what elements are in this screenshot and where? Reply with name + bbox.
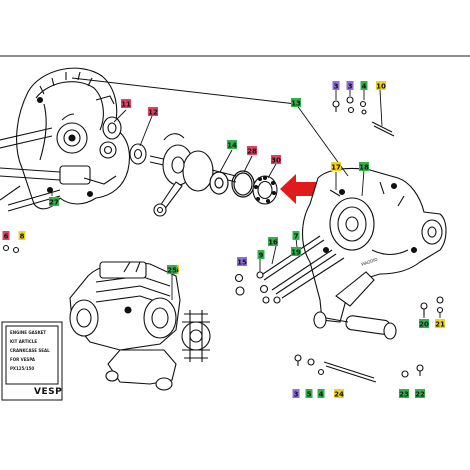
seal-12 [129,143,147,165]
package-line-4: FOR VESPA [10,357,36,362]
callout-number: 28 [247,148,257,156]
fasteners-group-top [332,96,395,137]
callout-tag [360,81,368,90]
callout-number: 4 [362,83,367,91]
callout-number: 6 [4,233,9,241]
callout-number: 13 [291,100,301,108]
callout-tag [18,231,26,240]
callout-number: 23 [399,391,409,399]
bearing-11 [102,116,122,140]
callout-labels: 1311121428301718334102768161591671925202… [2,81,445,399]
package-line-2: KIT ARTICLE [10,339,37,344]
callout-number: 18 [359,164,369,172]
callout-tag [292,389,300,398]
callout-tag [291,247,301,256]
assembled-engine [69,261,211,391]
callout-tag [257,250,265,259]
callout-tag [49,197,59,206]
left-studs [0,127,61,212]
callout-number: 27 [49,199,59,207]
callout-tag [167,265,177,274]
callout-number: 20 [419,321,429,329]
callout-tag [247,146,257,155]
right-swing-arm [313,271,397,340]
callout-number: 12 [148,109,158,117]
callout-tag [399,389,409,398]
callout-number: 25 [167,267,177,275]
callout-tag [2,231,10,240]
callout-number: 14 [227,142,237,150]
callout-number: 19 [291,249,301,257]
ring-28 [231,170,255,198]
callout-tag [291,98,301,107]
callout-tag [346,81,354,90]
callout-number: 7 [294,233,299,241]
fasteners-group-bottom [294,354,424,383]
callout-number: 16 [268,239,278,247]
callout-number: 3 [294,391,299,399]
gasket-package [1,321,63,401]
callout-number: 9 [259,252,264,260]
left-crankcase-half [16,67,131,210]
callout-number: 11 [121,101,131,109]
bearing-30 [252,175,278,205]
callout-tag [237,257,247,266]
callout-tag [317,389,325,398]
fasteners-group-far-left [2,244,20,254]
callout-tag [332,81,340,90]
callout-tag [148,107,158,116]
callout-tag [334,389,344,398]
callout-number: 24 [334,391,344,399]
callout-number: 15 [237,259,247,267]
svg-text:PIAGGIO: PIAGGIO [361,256,378,266]
callout-number: 30 [271,157,281,165]
callout-number: 8 [20,233,25,241]
callout-number: 17 [331,164,341,172]
callout-number: 10 [376,83,386,91]
fasteners-group-left [234,271,281,304]
callout-number: 3 [334,83,339,91]
package-line-1: ENGINE GASKET [10,330,46,335]
right-studs [259,235,345,299]
callout-tag [415,389,425,398]
callout-tag [305,389,313,398]
package-brand: VESP [34,387,62,397]
callout-number: 22 [415,391,425,399]
package-line-3: CRANKCASE SEAL [10,348,50,353]
callout-tag [227,140,237,149]
callout-tag [435,319,445,328]
callout-tag [331,162,341,171]
callout-number: 21 [435,321,445,329]
callout-number: 3 [348,83,353,91]
callout-tag [292,231,300,240]
callout-tag [376,81,386,90]
package-line-5: PX125/150 [10,366,34,371]
washer-14 [209,171,229,195]
right-crankcase-half: PIAGGIO [301,167,447,323]
crankshaft [149,133,237,217]
callout-number: 5 [307,391,312,399]
callout-number: 4 [319,391,324,399]
callout-tag [419,319,429,328]
highlight-arrow [280,174,316,204]
callout-tag [121,99,131,108]
fasteners-group-right [420,296,444,316]
callout-tag [359,162,369,171]
callout-tag [271,155,281,164]
callout-tag [268,237,278,246]
